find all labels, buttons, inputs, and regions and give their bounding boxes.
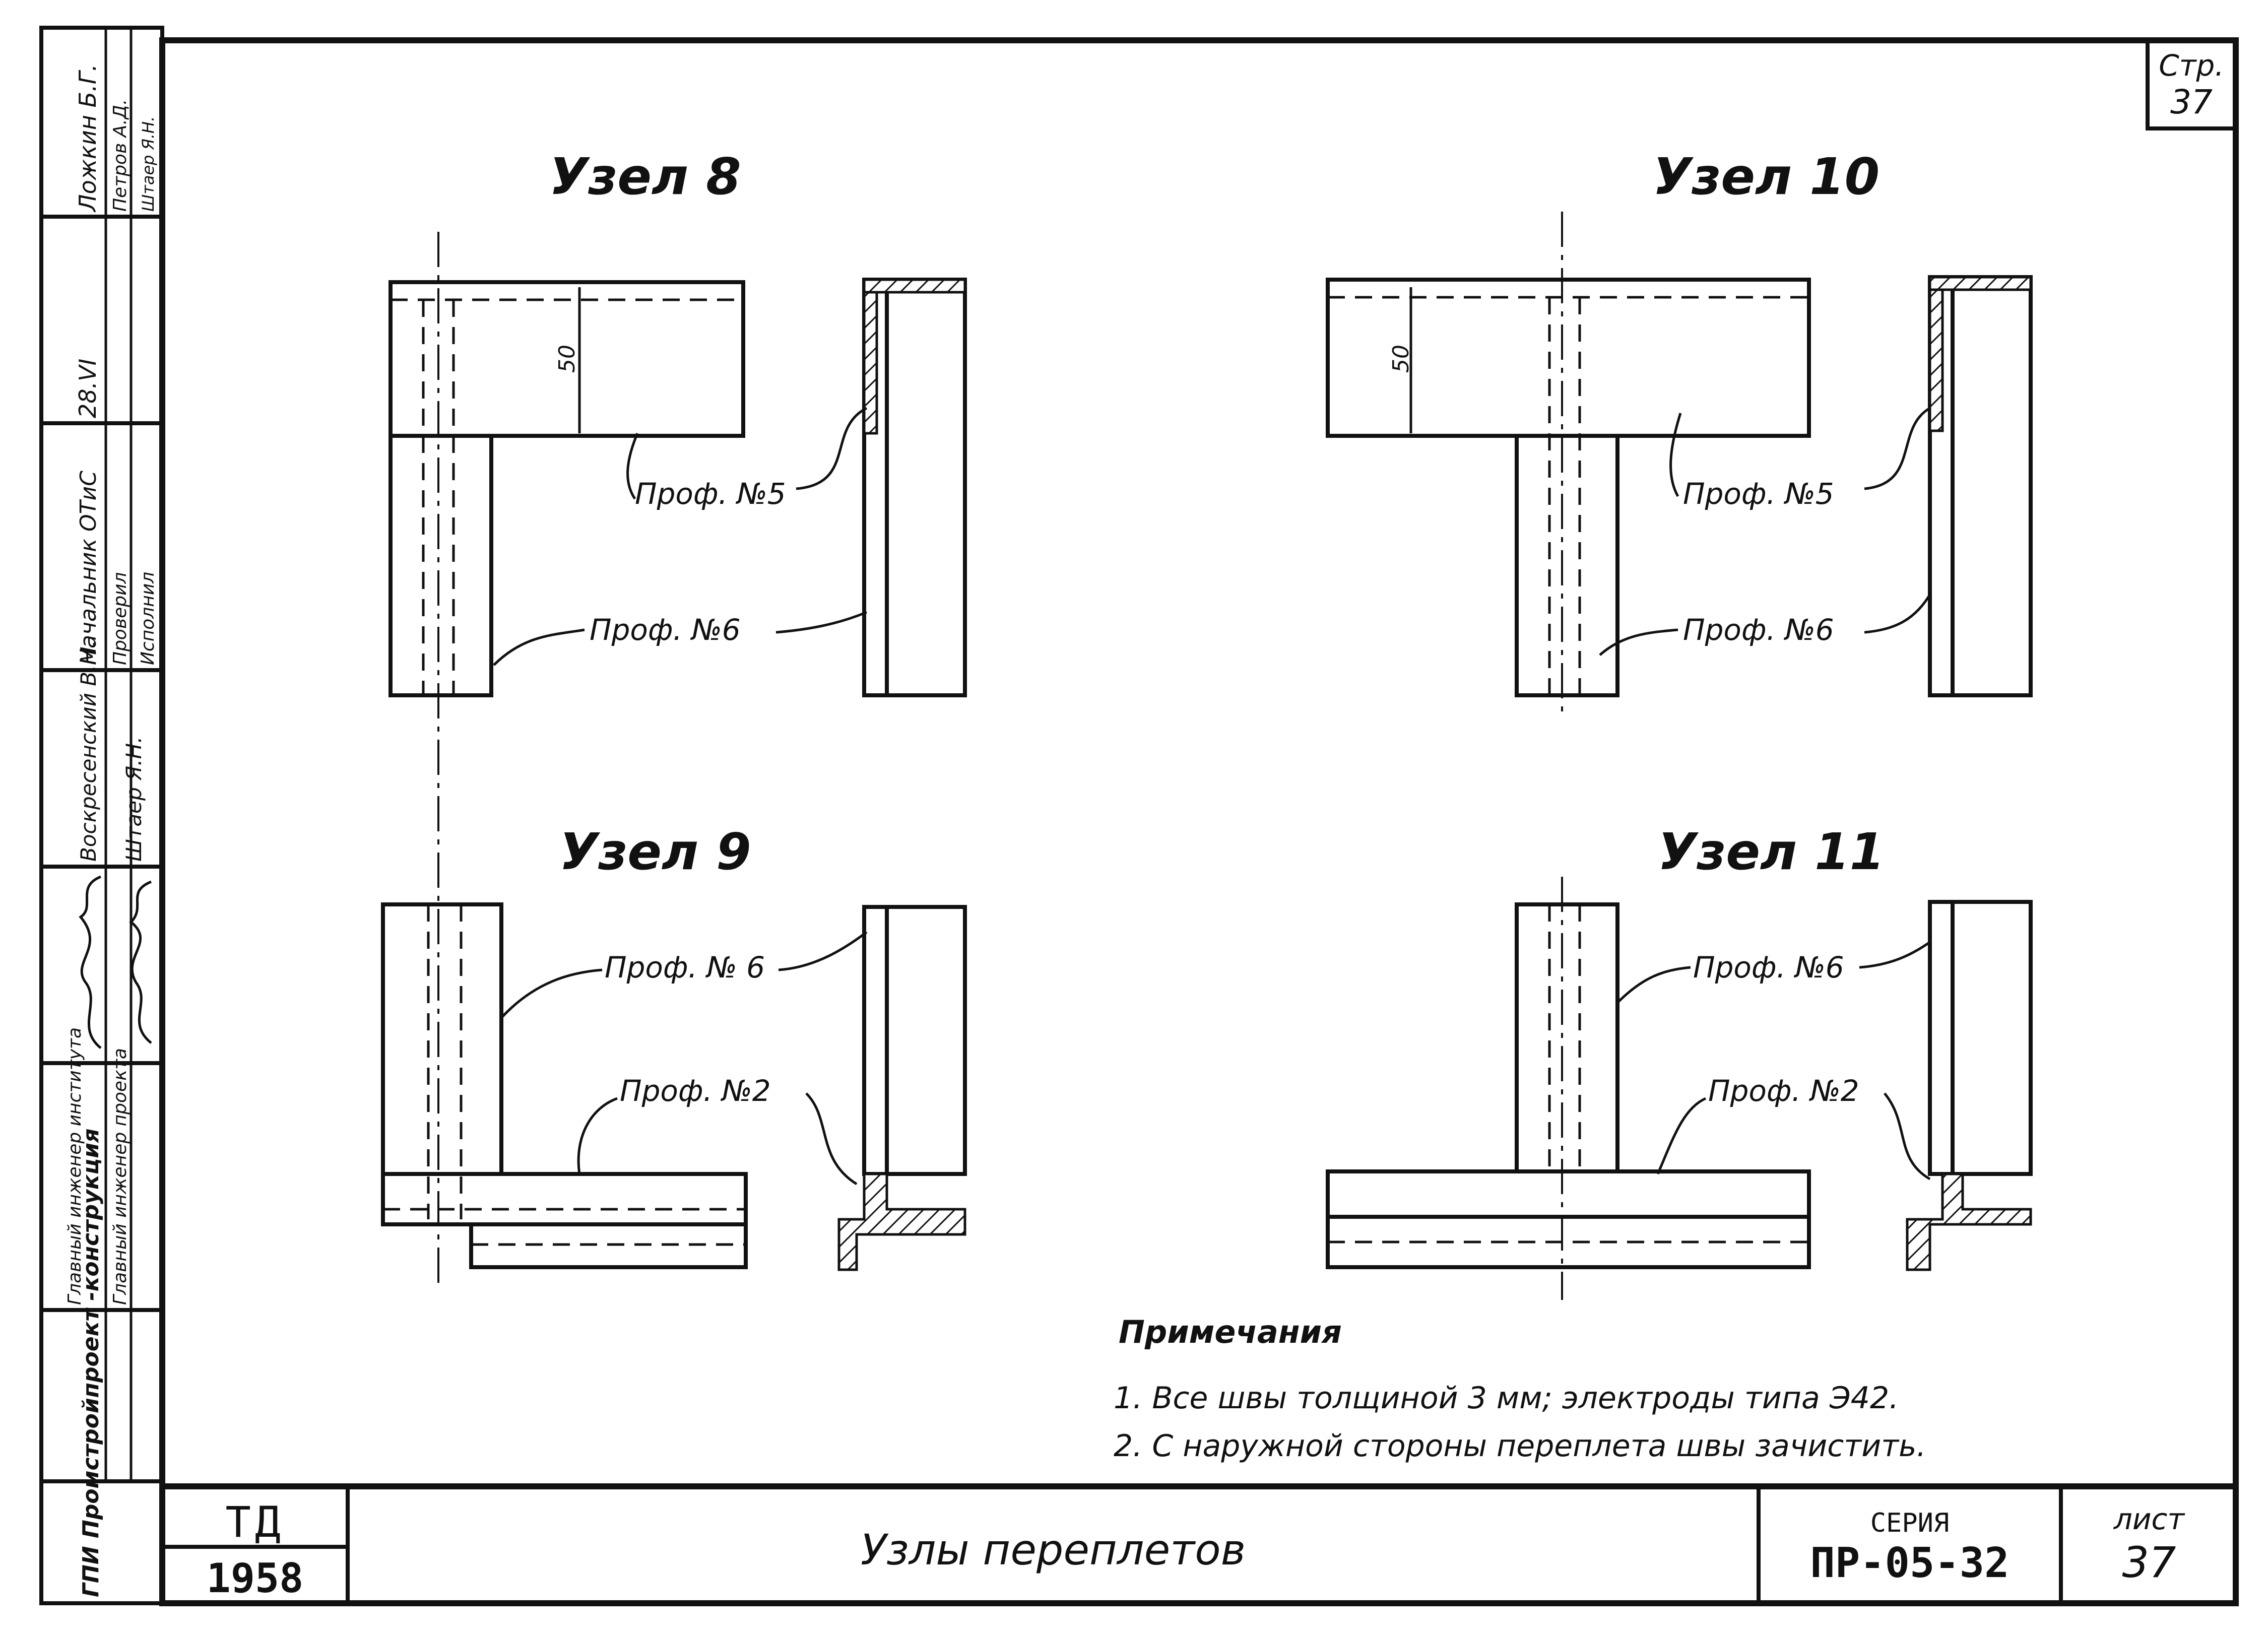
sheet-label: лист [2113,1502,2186,1536]
sheet-value: 37 [2122,1538,2176,1587]
notes: Примечания 1. Все швы толщиной 3 мм; эле… [1114,1314,1926,1464]
note-2: 2. С наружной стороны переплета швы зачи… [1114,1428,1926,1464]
stamp-signer-1: Воскресенский В.М. [76,640,101,862]
node-10: Узел 10 50 Проф. №5 Проф. №6 [1326,147,2033,715]
series-value: ПР-05-32 [1810,1539,2010,1587]
stamp-checked: Проверил [110,572,131,665]
node-10-title: Узел 10 [1653,147,1880,206]
signature-1 [79,875,102,1049]
page-stamp-number: 37 [2170,83,2213,121]
title-block: ТД 1958 Узлы переплетов СЕРИЯ ПР-05-32 л… [162,1483,2236,1603]
stamp-executed: Исполнил [138,572,158,665]
sheet-frame [159,37,2239,1606]
stamp-name-3: Штаер Я.Н. [139,116,158,212]
node-8-profile-top: Проф. №5 [635,477,786,511]
series-label: СЕРИЯ [1870,1508,1950,1538]
stamp-name-1: Ложкин Б.Г. [74,64,101,213]
node-11: Узел 11 Проф. №6 Проф. №2 [1326,822,2033,1300]
node-8: Узел 8 50 Проф. №5 Проф. №6 [388,147,967,1290]
node-9: Узел 9 Проф. № 6 Проф. №2 [381,822,967,1271]
stamp-signer-2: Штаер Я.Н. [121,737,146,862]
node-10-profile-bottom: Проф. №6 [1683,613,1834,647]
stamp-date: 28.VI [74,359,101,418]
node-11-profile-bottom: Проф. №2 [1708,1074,1859,1108]
node-9-profile-top: Проф. № 6 [605,950,765,985]
side-stamp: Ложкин Б.Г. Петров А.Д. Штаер Я.Н. 28.VI… [41,28,162,1597]
side-stamp-frame [39,26,164,1605]
page-stamp-label: Стр. [2159,48,2224,83]
stamp-chief-institute: Главный инженер института [64,1027,85,1305]
node-8-title: Узел 8 [549,147,741,206]
node-9-profile-bottom: Проф. №2 [620,1074,771,1108]
node-8-profile-bottom: Проф. №6 [590,613,741,647]
stamp-chief-project: Главный инженер проекта [110,1048,131,1305]
node-10-dimension: 50 [1388,345,1414,373]
node-11-profile-top: Проф. №6 [1693,950,1844,985]
stamp-org: ГПИ Промстройпроект -конструкция [78,1129,104,1597]
stamp-name-2: Петров А.Д. [110,99,131,212]
year: 1958 [207,1555,304,1602]
node-8-dimension: 50 [554,345,580,373]
org-mark: ТД [225,1497,284,1547]
node-11-title: Узел 11 [1658,822,1885,881]
notes-heading: Примечания [1119,1314,1342,1350]
note-1: 1. Все швы толщиной 3 мм; электроды типа… [1114,1381,1899,1416]
drawing-title: Узлы переплетов [861,1525,1246,1575]
signature-2 [129,880,152,1044]
stamp-head-role: Начальник ОТиС [76,471,101,665]
node-10-profile-top: Проф. №5 [1683,477,1834,511]
node-9-title: Узел 9 [559,822,751,881]
page-stamp: Стр. 37 [2146,38,2238,130]
